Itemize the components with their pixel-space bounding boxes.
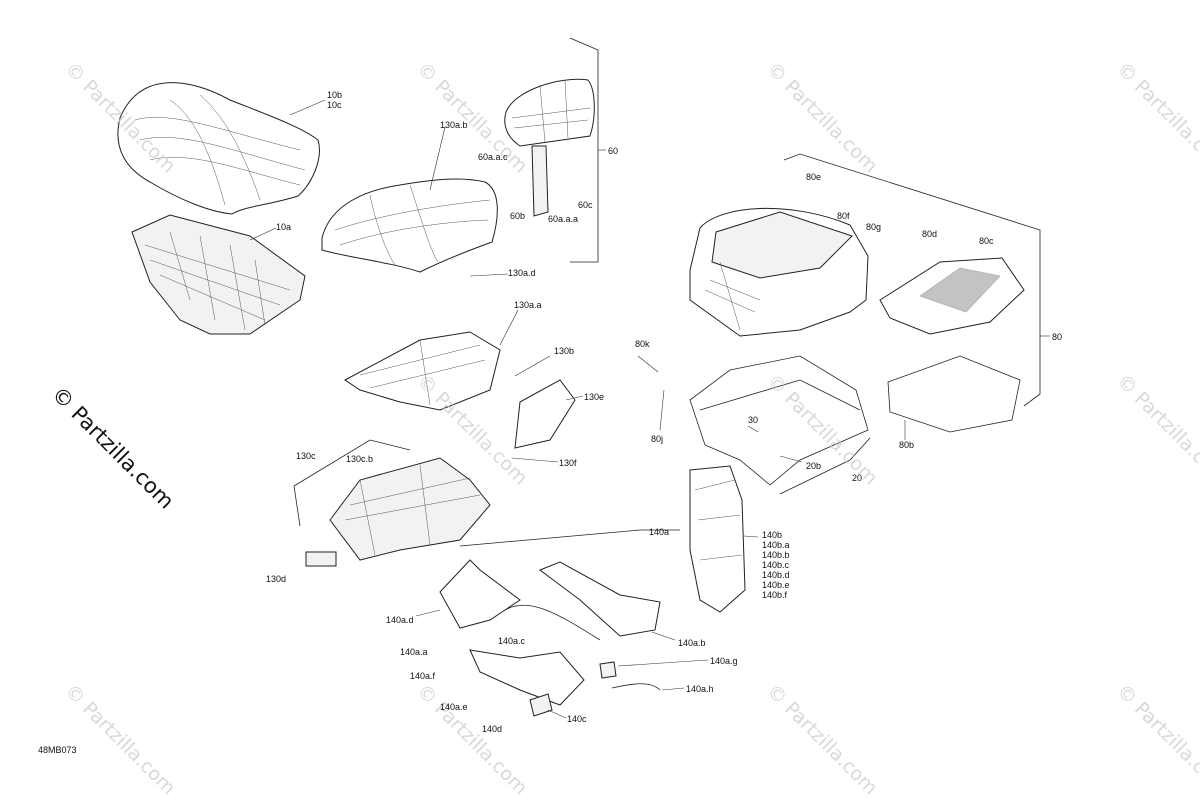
part-label: 80e <box>806 172 822 182</box>
group-bracket-130c-side <box>293 485 301 527</box>
part-label: 130c <box>296 451 316 461</box>
part-label: 140a.f <box>410 671 436 681</box>
parts-diagram <box>117 37 1050 719</box>
group-bracket-80 <box>783 153 1041 407</box>
storage-lid-part <box>879 257 1025 335</box>
part-label: 140a.e <box>440 702 468 712</box>
part-label: 60c <box>578 200 593 210</box>
part-label: 10c <box>327 100 342 110</box>
leader-lines <box>249 99 906 719</box>
latch-mechanism-part <box>329 457 491 561</box>
storage-box-part <box>689 207 869 337</box>
seat-base-part <box>131 214 306 335</box>
part-label: 140d <box>482 724 503 734</box>
part-label: 10a <box>276 222 292 232</box>
part-label: 140b.b <box>762 550 790 560</box>
part-label: 130f <box>559 458 577 468</box>
part-label: 10b <box>327 90 343 100</box>
seat-cushion-part <box>117 82 320 215</box>
side-cover-part <box>514 379 576 449</box>
part-label: 20b <box>806 461 822 471</box>
seat-bracket-part <box>344 331 501 411</box>
part-label: 140b.a <box>762 540 790 550</box>
part-label: 140a.b <box>678 638 706 648</box>
part-label: 140a <box>649 527 670 537</box>
passenger-seat-cushion-part <box>321 178 498 273</box>
part-label: 80f <box>837 211 850 221</box>
part-label: 60a.a.a <box>548 214 579 224</box>
part-label: 130e <box>584 392 605 402</box>
part-label: 80d <box>922 229 938 239</box>
handle-assembly-part <box>439 559 661 717</box>
backrest-part <box>504 78 595 217</box>
part-label: 20 <box>852 473 863 483</box>
part-label: 60a.a.c <box>478 152 508 162</box>
part-label: 130c.b <box>346 454 374 464</box>
part-label: 80b <box>899 440 915 450</box>
part-label: 140a.c <box>498 636 526 646</box>
group-bracket-130c-top <box>293 439 411 487</box>
gasket-part <box>887 355 1021 433</box>
part-label: 130a.d <box>508 268 536 278</box>
part-label: 80c <box>979 236 994 246</box>
part-label: 140c <box>567 714 587 724</box>
part-label: 140a.a <box>400 647 428 657</box>
part-label: 140b <box>762 530 783 540</box>
frame-part <box>689 355 869 486</box>
part-label: 60 <box>608 146 619 156</box>
part-label: 80j <box>651 434 664 444</box>
part-label: 80k <box>635 339 650 349</box>
plate-part <box>305 551 337 567</box>
part-label: 130d <box>266 574 287 584</box>
part-label: 140a.g <box>710 656 738 666</box>
part-label: 30 <box>748 415 759 425</box>
group-bracket-20 <box>779 437 871 495</box>
part-label: 130a.b <box>440 120 468 130</box>
part-label: 140b.e <box>762 580 790 590</box>
part-label: 140b.d <box>762 570 790 580</box>
side-panel-part <box>689 465 746 613</box>
part-label: 80 <box>1052 332 1063 342</box>
part-label: 60b <box>510 211 526 221</box>
part-label: 140b.f <box>762 590 788 600</box>
part-label: 130b <box>554 346 575 356</box>
part-label: 80g <box>866 222 882 232</box>
group-bracket-60 <box>569 37 599 263</box>
part-label: 140b.c <box>762 560 790 570</box>
group-bracket-140a <box>459 529 680 547</box>
part-label: 130a.a <box>514 300 542 310</box>
part-label: 140a.d <box>386 615 414 625</box>
part-label: 140a.h <box>686 684 714 694</box>
diagram-reference: 48MB073 <box>38 745 77 755</box>
